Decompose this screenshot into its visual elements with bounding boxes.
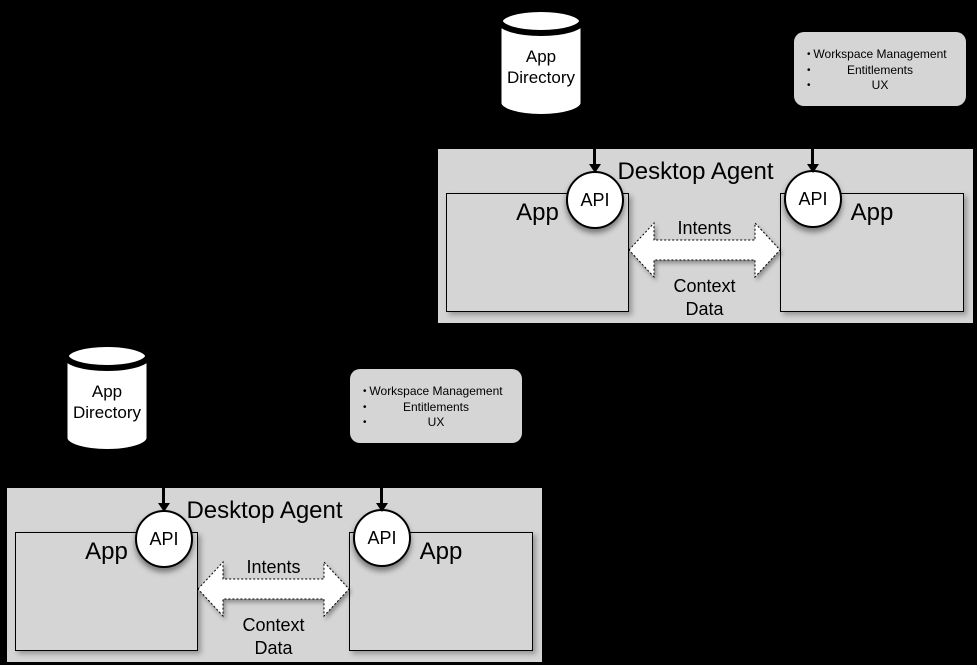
app-directory-label-line1: App bbox=[525, 47, 557, 66]
feature-label: Workspace Management bbox=[813, 47, 947, 61]
directory-connection-arrow-right bbox=[806, 147, 819, 173]
feature-label: UX bbox=[427, 415, 445, 429]
feature-item: • Workspace Management bbox=[794, 47, 966, 63]
feature-item: • Entitlements bbox=[350, 400, 522, 416]
app-directory-label: App Directory bbox=[63, 381, 151, 423]
feature-item: • UX bbox=[794, 78, 966, 94]
bullet-icon: • bbox=[807, 64, 811, 76]
desktop-agent-title: Desktop Agent bbox=[186, 497, 343, 524]
context-data-line2: Data bbox=[685, 298, 724, 319]
api-label: API bbox=[580, 189, 610, 210]
bullet-icon: • bbox=[363, 386, 367, 397]
api-label: API bbox=[149, 528, 179, 549]
feature-item: • UX bbox=[350, 415, 522, 431]
feature-label: UX bbox=[871, 78, 889, 92]
api-circle-right: API bbox=[784, 170, 842, 228]
bullet-icon: • bbox=[807, 80, 811, 91]
intents-context-double-arrow-icon bbox=[197, 560, 350, 618]
intents-label: Intents bbox=[677, 218, 732, 238]
architecture-diagram-top-right: App Directory • Workspace Management • E… bbox=[436, 6, 975, 325]
architecture-diagram-bottom-left: App Directory • Workspace Management • E… bbox=[5, 341, 544, 664]
feature-label: Workspace Management bbox=[369, 384, 503, 398]
desktop-agent-title: Desktop Agent bbox=[617, 158, 774, 185]
arrow-down-icon bbox=[157, 503, 170, 512]
api-circle-left: API bbox=[566, 171, 624, 229]
database-cylinder-icon bbox=[63, 341, 151, 452]
bullet-icon: • bbox=[807, 49, 811, 60]
directory-connection-arrow-right bbox=[375, 486, 388, 512]
app-directory-cylinder: App Directory bbox=[63, 341, 151, 452]
context-data-line1: Context bbox=[673, 276, 736, 296]
context-data-line1: Context bbox=[242, 615, 305, 635]
database-cylinder-icon bbox=[497, 6, 585, 117]
context-data-label: Context Data bbox=[629, 275, 780, 320]
arrow-down-icon bbox=[375, 503, 388, 512]
feature-item: • Workspace Management bbox=[350, 384, 522, 400]
app-label: App bbox=[850, 199, 894, 226]
arrow-shaft bbox=[811, 147, 814, 164]
app-label: App bbox=[85, 538, 128, 565]
arrow-shaft bbox=[380, 486, 383, 503]
app-directory-label-line1: App bbox=[91, 382, 123, 401]
feature-label: Entitlements bbox=[846, 62, 914, 77]
api-label: API bbox=[798, 188, 828, 209]
arrow-down-icon bbox=[806, 164, 819, 173]
api-label: API bbox=[367, 527, 397, 548]
bullet-icon: • bbox=[363, 417, 367, 428]
app-label: App bbox=[419, 538, 463, 565]
app-directory-label-line2: Directory bbox=[506, 68, 575, 87]
feature-item: • Entitlements bbox=[794, 63, 966, 79]
app-directory-label: App Directory bbox=[497, 46, 585, 88]
features-callout: • Workspace Management • Entitlements • … bbox=[350, 369, 522, 443]
context-data-line2: Data bbox=[254, 637, 293, 658]
api-circle-left: API bbox=[135, 510, 193, 568]
context-data-label: Context Data bbox=[198, 614, 349, 659]
app-directory-cylinder: App Directory bbox=[497, 6, 585, 117]
app-directory-label-line2: Directory bbox=[72, 403, 141, 422]
arrow-down-icon bbox=[588, 164, 601, 173]
app-label: App bbox=[516, 199, 559, 226]
arrow-shaft bbox=[162, 486, 165, 503]
features-callout: • Workspace Management • Entitlements • … bbox=[794, 32, 966, 106]
bullet-icon: • bbox=[363, 401, 367, 413]
intents-context-double-arrow-icon bbox=[628, 221, 781, 279]
intents-label: Intents bbox=[246, 557, 301, 577]
directory-connection-arrow-left bbox=[588, 147, 601, 173]
feature-label: Entitlements bbox=[402, 399, 470, 414]
arrow-shaft bbox=[593, 147, 596, 164]
directory-connection-arrow-left bbox=[157, 486, 170, 512]
